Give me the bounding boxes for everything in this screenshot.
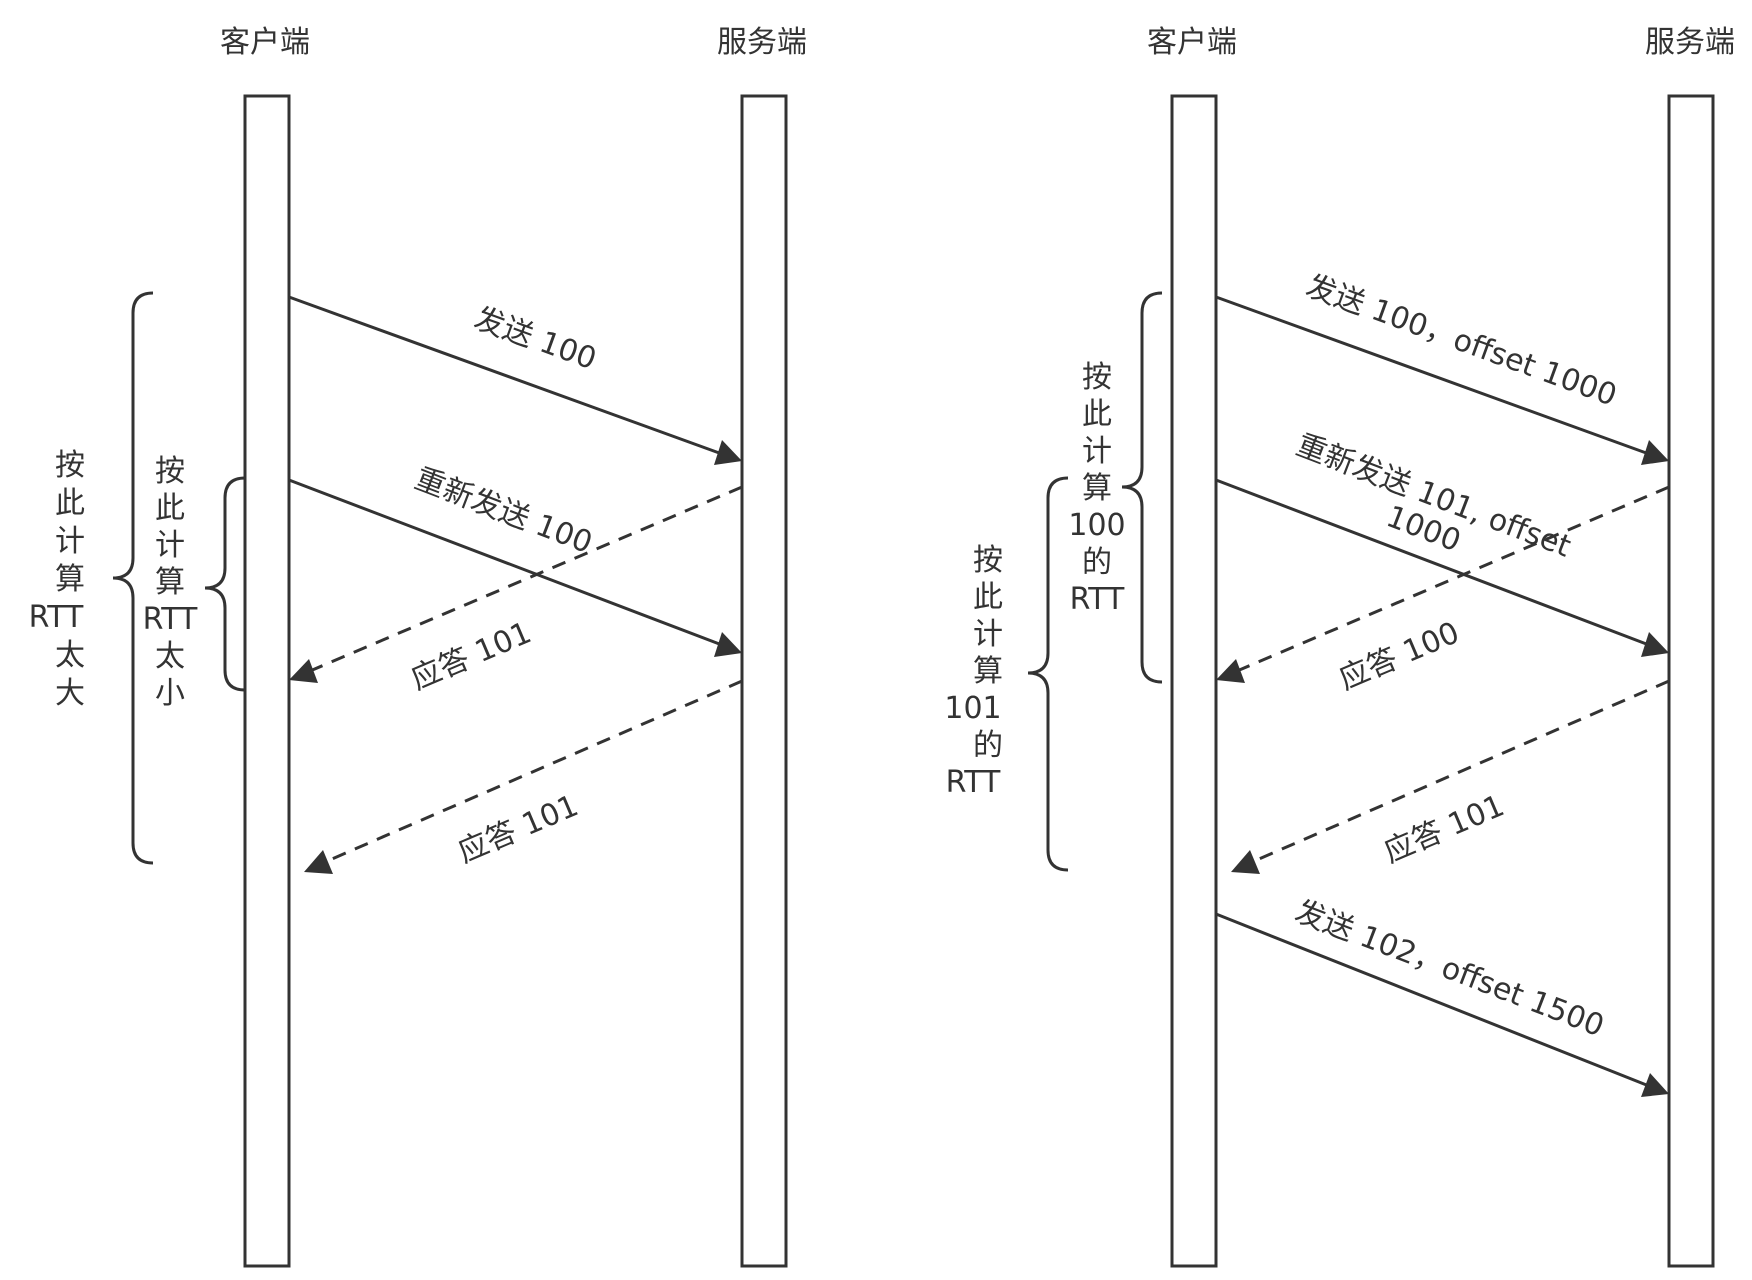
brace-note-line: 此 [55, 486, 85, 521]
arrowhead [1641, 632, 1669, 657]
right-message-label: 应答 100 [1334, 615, 1464, 697]
left-message-label: 发送 100 [470, 301, 601, 377]
left-panel: 客户端 服务端 发送 100 重新发送 100 应答 101 应答 101 [29, 25, 807, 1268]
brace-note-line: 算 [55, 562, 85, 597]
right-client-lifeline [1170, 94, 1218, 1268]
left-client-label: 客户端 [220, 25, 310, 60]
brace-note-line: 算 [155, 565, 185, 600]
brace-note-line: 大 [55, 676, 85, 711]
brace-note-line: 按 [155, 454, 185, 489]
right-message-label: 应答 101 [1379, 788, 1509, 870]
arrowhead [1216, 659, 1245, 683]
right-brace-rtt-100: 按 此 计 算 100 的 RTT [1068, 291, 1163, 684]
brace-note-line: 计 [155, 528, 185, 563]
brace-note-line: 的 [973, 728, 1003, 763]
right-message-label: 发送 102，offset 1500 [1290, 894, 1608, 1044]
brace-note-line: 算 [973, 654, 1003, 689]
arrowhead [714, 440, 742, 465]
right-brace-rtt-101: 按 此 计 算 101 的 RTT [944, 476, 1069, 872]
brace-note-line: 的 [1082, 545, 1112, 580]
brace-note-line: 计 [55, 524, 85, 559]
left-client-lifeline [243, 94, 291, 1268]
arrowhead [304, 850, 333, 874]
brace-note-line: RTT [946, 765, 1001, 800]
brace-note-line: 算 [1082, 471, 1112, 506]
right-message-send-102: 发送 102，offset 1500 [1215, 894, 1669, 1097]
brace-note-line: 按 [55, 448, 85, 483]
left-brace-rtt-too-small: 按 此 计 算 RTT 太 小 [143, 454, 246, 711]
brace-note-line: 计 [1082, 434, 1112, 469]
brace-note-line: 太 [155, 639, 185, 674]
brace-note-line: 101 [944, 691, 1001, 726]
left-message-send-100: 发送 100 [288, 295, 742, 465]
brace-note-line: RTT [29, 600, 84, 635]
right-server-lifeline [1667, 94, 1715, 1268]
left-message-label: 应答 101 [453, 788, 583, 870]
right-message-ack-101: 应答 101 [1231, 679, 1670, 874]
brace-note-line: 太 [55, 638, 85, 673]
brace-note-line: 此 [1082, 397, 1112, 432]
left-message-label: 应答 101 [406, 615, 536, 697]
brace-note-line: 按 [973, 543, 1003, 578]
left-message-ack-101-b: 应答 101 [304, 679, 743, 874]
brace-note-line: RTT [143, 602, 198, 637]
brace-note-line: 此 [973, 580, 1003, 615]
brace-note-line: 100 [1068, 508, 1125, 543]
brace-note-line: 小 [155, 676, 185, 711]
left-brace-rtt-too-large: 按 此 计 算 RTT 太 大 [29, 291, 154, 865]
arrowhead [289, 659, 318, 683]
left-message-label: 重新发送 100 [410, 461, 597, 561]
right-client-label: 客户端 [1147, 25, 1237, 60]
left-server-label: 服务端 [717, 25, 807, 60]
right-panel: 客户端 服务端 发送 100，offset 1000 重新发送 101, off… [944, 25, 1735, 1268]
brace-note-line: 此 [155, 491, 185, 526]
arrowhead [1641, 1073, 1669, 1097]
brace-note-line: 按 [1082, 360, 1112, 395]
brace-note-line: 计 [973, 617, 1003, 652]
right-message-send-100: 发送 100，offset 1000 [1215, 269, 1669, 465]
arrowhead [1231, 850, 1260, 874]
left-server-lifeline [740, 94, 788, 1268]
right-message-label: 发送 100，offset 1000 [1301, 269, 1621, 414]
right-server-label: 服务端 [1645, 25, 1735, 60]
brace-note-line: RTT [1070, 582, 1125, 617]
arrowhead [1641, 440, 1669, 465]
arrowhead [714, 632, 742, 657]
